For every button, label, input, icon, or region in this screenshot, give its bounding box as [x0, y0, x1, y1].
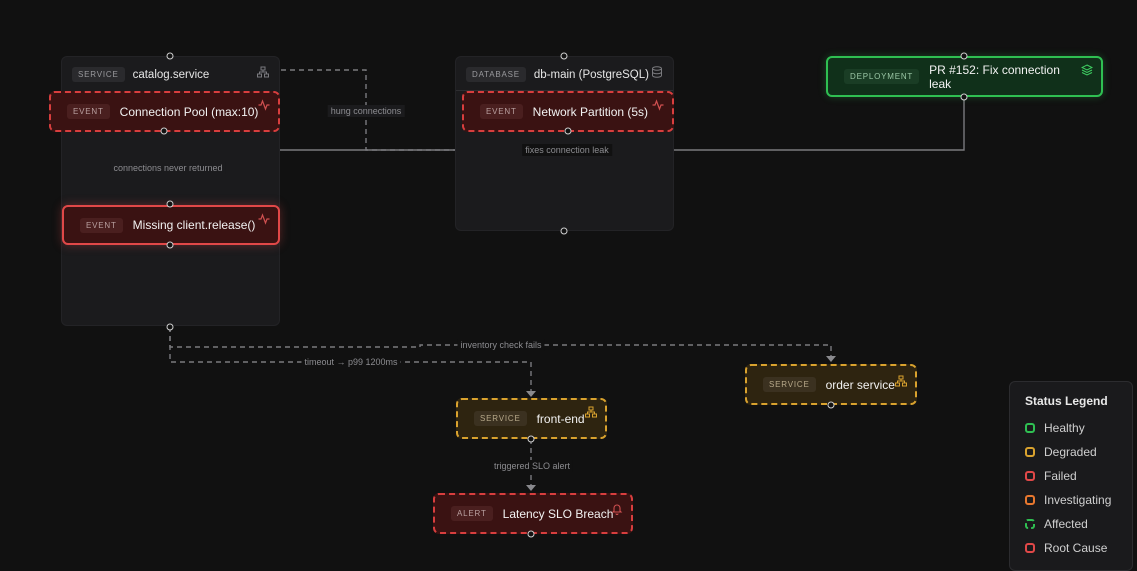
- legend-items: Healthy Degraded Failed Investigating Af…: [1025, 416, 1117, 560]
- edge-label-slo-alert: triggered SLO alert: [490, 460, 574, 472]
- node-connection-pool[interactable]: EVENT Connection Pool (max:10): [49, 91, 280, 132]
- type-tag: SERVICE: [72, 67, 125, 82]
- type-tag: ALERT: [451, 506, 493, 521]
- port[interactable]: [960, 93, 968, 101]
- port[interactable]: [166, 241, 174, 249]
- port[interactable]: [564, 127, 572, 135]
- legend-item-root-cause: Root Cause: [1025, 536, 1117, 560]
- type-tag: DEPLOYMENT: [844, 69, 920, 84]
- edge-label-timeout: timeout → p99 1200ms: [301, 356, 401, 368]
- legend-title: Status Legend: [1025, 394, 1108, 408]
- node-latency-slo-breach[interactable]: ALERT Latency SLO Breach: [433, 493, 633, 534]
- legend-label: Investigating: [1044, 493, 1112, 507]
- group-divider: [456, 90, 673, 91]
- swatch-failed: [1025, 471, 1035, 481]
- legend-label: Healthy: [1044, 421, 1085, 435]
- legend-label: Degraded: [1044, 445, 1097, 459]
- type-tag: SERVICE: [474, 411, 527, 426]
- arrowhead: [526, 485, 536, 491]
- node-label: Missing client.release(): [132, 218, 256, 232]
- swatch-affected: [1025, 519, 1035, 529]
- group-title: db-main (PostgreSQL): [533, 68, 649, 81]
- hierarchy-icon: [585, 406, 597, 418]
- legend-item-healthy: Healthy: [1025, 416, 1117, 440]
- edge-label-fixes-leak: fixes connection leak: [522, 144, 612, 156]
- port[interactable]: [560, 52, 568, 60]
- port[interactable]: [527, 530, 535, 538]
- arrowhead: [526, 391, 536, 397]
- group-title: catalog.service: [132, 68, 210, 81]
- group-db-main[interactable]: DATABASE db-main (PostgreSQL): [455, 56, 674, 231]
- database-icon: [652, 66, 662, 78]
- activity-icon: [258, 213, 270, 225]
- status-legend: Status Legend Healthy Degraded Failed In…: [1009, 381, 1133, 571]
- node-front-end[interactable]: SERVICE front-end: [456, 398, 607, 439]
- layers-icon: [1081, 64, 1093, 76]
- node-label: PR #152: Fix connection leak: [929, 62, 1060, 91]
- node-label: Connection Pool (max:10): [119, 104, 259, 119]
- port[interactable]: [166, 323, 174, 331]
- activity-icon: [652, 99, 664, 111]
- legend-item-degraded: Degraded: [1025, 440, 1117, 464]
- legend-item-affected: Affected: [1025, 512, 1117, 536]
- port[interactable]: [160, 127, 168, 135]
- node-order-service[interactable]: SERVICE order service: [745, 364, 917, 405]
- node-deployment-pr-152[interactable]: DEPLOYMENT PR #152: Fix connection leak: [826, 56, 1103, 97]
- swatch-healthy: [1025, 423, 1035, 433]
- bell-icon: [611, 504, 623, 515]
- edge-label-hung-connections: hung connections: [327, 105, 405, 117]
- arrowhead: [826, 356, 836, 362]
- node-label: order service: [825, 377, 895, 392]
- port[interactable]: [960, 52, 968, 60]
- legend-item-investigating: Investigating: [1025, 488, 1117, 512]
- group-header: DATABASE db-main (PostgreSQL): [466, 67, 649, 82]
- group-header: SERVICE catalog.service: [72, 67, 209, 82]
- edge-label-inventory-check: inventory check fails: [457, 339, 545, 351]
- type-tag: EVENT: [480, 104, 523, 119]
- swatch-root-cause: [1025, 543, 1035, 553]
- type-tag: EVENT: [80, 217, 123, 233]
- port[interactable]: [527, 435, 535, 443]
- node-network-partition[interactable]: EVENT Network Partition (5s): [462, 91, 674, 132]
- edge-inventory-check: [169, 327, 832, 360]
- port[interactable]: [827, 401, 835, 409]
- port[interactable]: [560, 227, 568, 235]
- type-tag: SERVICE: [763, 377, 816, 392]
- type-tag: EVENT: [67, 104, 110, 119]
- hierarchy-icon: [257, 66, 269, 78]
- legend-label: Affected: [1044, 517, 1088, 531]
- legend-label: Failed: [1044, 469, 1077, 483]
- node-label: Latency SLO Breach: [502, 506, 614, 521]
- node-missing-client-release[interactable]: EVENT Missing client.release(): [62, 205, 280, 245]
- node-label: front-end: [536, 411, 585, 426]
- port[interactable]: [166, 200, 174, 208]
- swatch-investigating: [1025, 495, 1035, 505]
- edge-label-never-returned: connections never returned: [110, 162, 226, 174]
- node-label: Network Partition (5s): [532, 104, 649, 119]
- activity-icon: [258, 99, 270, 111]
- type-tag: DATABASE: [466, 67, 526, 82]
- hierarchy-icon: [895, 375, 907, 387]
- legend-label: Root Cause: [1044, 541, 1108, 555]
- legend-item-failed: Failed: [1025, 464, 1117, 488]
- port[interactable]: [166, 52, 174, 60]
- swatch-degraded: [1025, 447, 1035, 457]
